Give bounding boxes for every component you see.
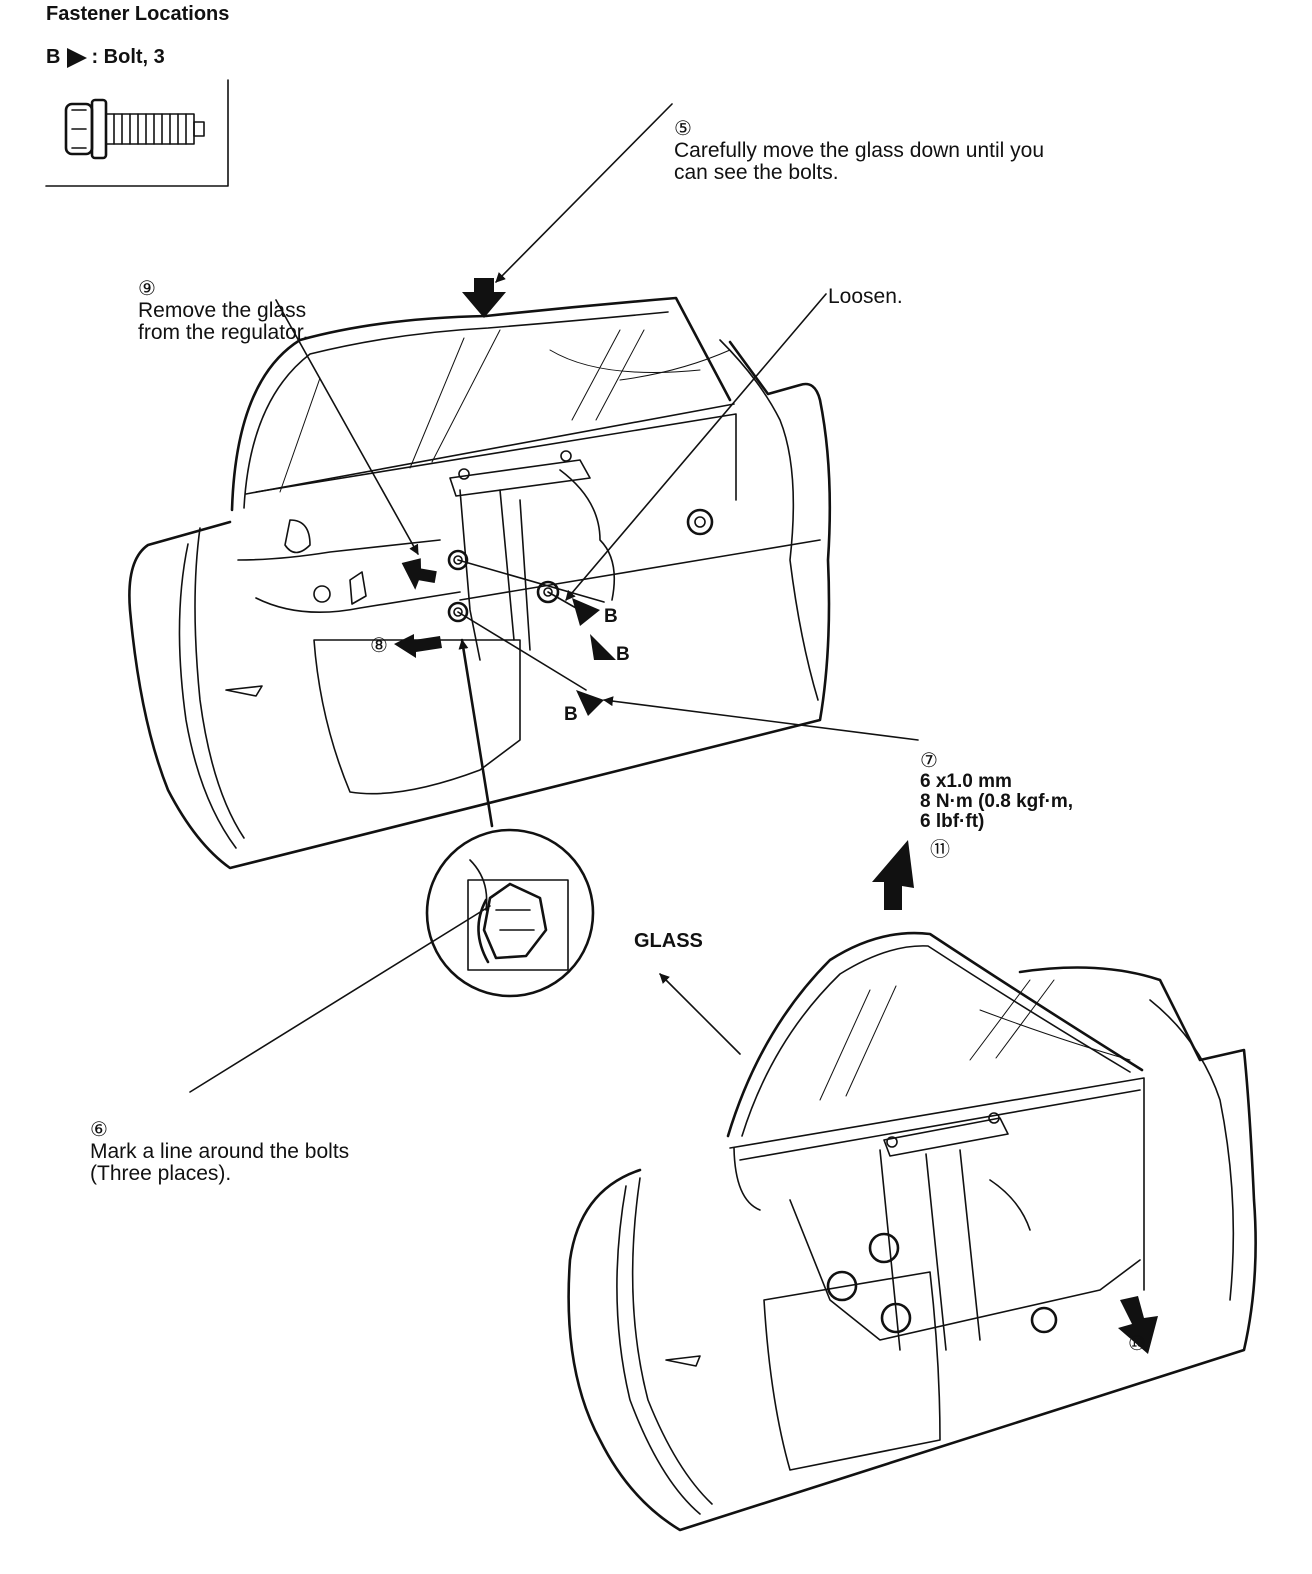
step-5-text: Carefully move the glass down until you … (674, 139, 1045, 184)
legend-letter: B (46, 46, 61, 68)
legend-text: : Bolt, 3 (91, 46, 165, 68)
door-panel-1 (128, 296, 832, 870)
step-7-text: 6 x1.0 mm 8 N·m (0.8 kgf·m, 6 lbf·ft) (920, 771, 1074, 832)
step-8-number: ⑧ (370, 633, 388, 657)
step-6-text: Mark a line around the bolts (Three plac… (90, 1140, 350, 1185)
step-9-number: ⑨ (138, 276, 156, 300)
door-panel-2 (567, 931, 1257, 1532)
bolt-marker-2: B (616, 644, 630, 665)
leader-lines (189, 103, 919, 1093)
bolt-marker-3: B (564, 704, 578, 725)
step-5-number: ⑤ (674, 116, 692, 140)
step-6-label: ⑥ Mark a line around the bolts (Three pl… (90, 1096, 349, 1185)
legend-triangle-icon (67, 47, 88, 68)
bolt-marker-1: B (604, 606, 618, 627)
step-9-label: ⑨ Remove the glass from the regulator. (138, 255, 308, 344)
page-title: Fastener Locations (46, 3, 230, 25)
arrow-icon (394, 278, 1158, 1354)
step-5-label: ⑤ Carefully move the glass down until yo… (674, 95, 1044, 184)
bolt-closeup-icon (425, 828, 595, 998)
step-6-number: ⑥ (90, 1117, 108, 1141)
fastener-legend: B : Bolt, 3 (46, 46, 165, 69)
glass-label: GLASS (634, 930, 703, 952)
step-10-number: ⑩ (1128, 1331, 1146, 1355)
step-11-number: ⑪ (930, 837, 950, 861)
step-7-label: ⑦ 6 x1.0 mm 8 N·m (0.8 kgf·m, 6 lbf·ft) (920, 730, 1073, 832)
step-9-text: Remove the glass from the regulator. (138, 299, 309, 344)
bolt-icon (45, 79, 229, 187)
step-7-number: ⑦ (920, 748, 938, 772)
loosen-label: Loosen. (828, 285, 903, 308)
